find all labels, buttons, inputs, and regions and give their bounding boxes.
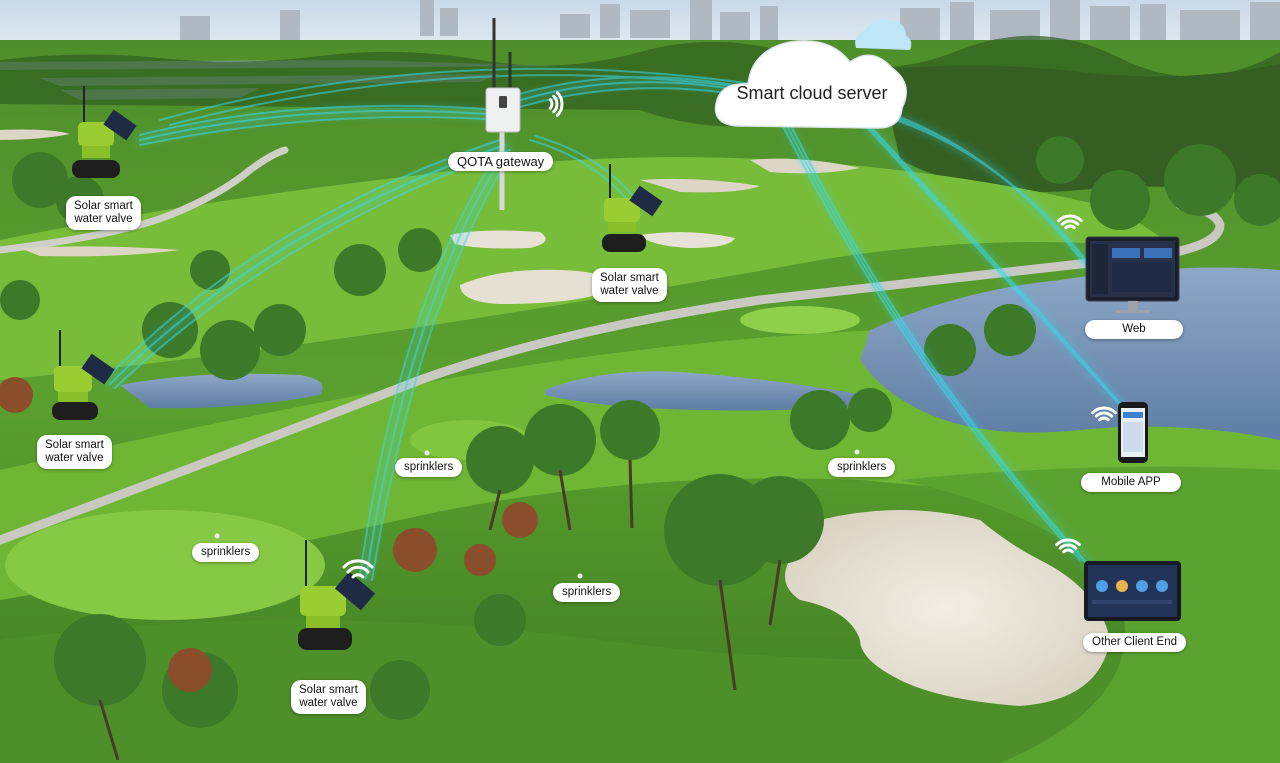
monitor-icon bbox=[1085, 236, 1180, 313]
sprinklers-label: sprinklers bbox=[828, 458, 896, 477]
wifi-icon bbox=[342, 559, 374, 579]
gateway-label: QOTA gateway bbox=[448, 152, 554, 171]
smart-cloud-server-label: Smart cloud server bbox=[736, 83, 888, 103]
phone-icon bbox=[1118, 402, 1148, 463]
mobile-app-label: Mobile APP bbox=[1081, 473, 1181, 492]
tablet-icon bbox=[1084, 561, 1181, 621]
valve-label-bottom: Solar smart water valve bbox=[291, 680, 366, 714]
sprinklers-label: sprinklers bbox=[553, 583, 621, 602]
valve-label-top-left: Solar smart water valve bbox=[66, 196, 141, 230]
trees bbox=[0, 136, 1280, 761]
sprinklers-label: sprinklers bbox=[192, 543, 260, 562]
sprinklers-label: sprinklers bbox=[395, 458, 463, 477]
solar-valve-icon bbox=[52, 330, 115, 420]
wifi-icon bbox=[548, 91, 564, 117]
wifi-icon bbox=[1055, 538, 1081, 554]
wifi-icon bbox=[1057, 214, 1083, 230]
solar-valve-icon bbox=[298, 540, 376, 650]
cart-path bbox=[0, 200, 1225, 545]
valve-label-center: Solar smart water valve bbox=[592, 268, 667, 302]
web-client-label: Web bbox=[1085, 320, 1183, 339]
solar-valve-icon bbox=[72, 86, 137, 178]
city-skyline bbox=[180, 0, 1280, 40]
pond-left bbox=[120, 373, 323, 409]
solar-valve-icon bbox=[602, 164, 663, 252]
cloud-icon bbox=[714, 19, 912, 129]
wifi-icon bbox=[1091, 406, 1117, 422]
valve-label-left: Solar smart water valve bbox=[37, 435, 112, 469]
other-client-label: Other Client End bbox=[1083, 633, 1187, 652]
cart-path-upper bbox=[0, 146, 289, 254]
sprinkler-icon bbox=[214, 449, 860, 579]
